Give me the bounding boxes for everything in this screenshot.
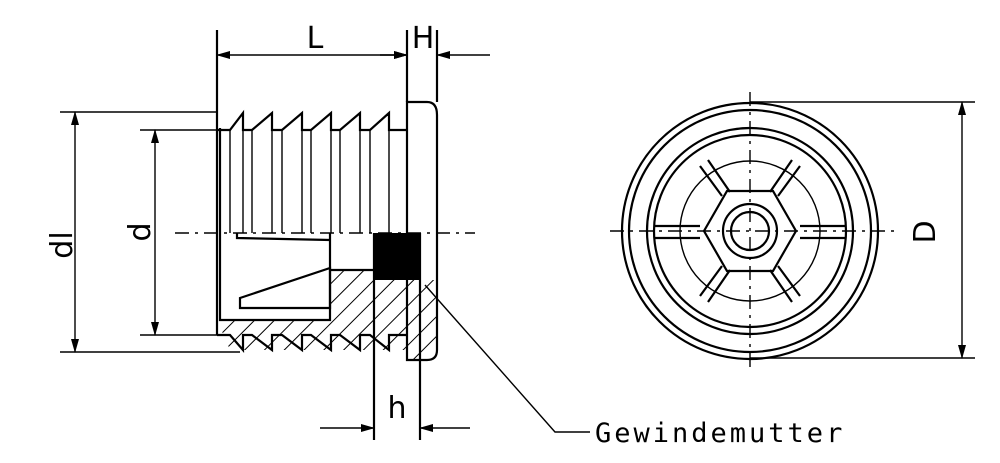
thread-nut [374,233,420,280]
label-d: d [123,222,158,241]
side-view [60,30,590,440]
thread-lines [229,130,390,233]
label-D: D [908,220,943,243]
label-H: H [412,21,435,56]
label-gewindemutter: Gewindemutter [595,418,845,449]
flange [405,100,439,362]
label-L: L [307,21,324,56]
label-dl: dl [45,231,80,258]
lower-thread [217,333,407,353]
label-h: h [387,391,406,426]
upper-thread [217,109,407,132]
front-view [610,92,975,372]
